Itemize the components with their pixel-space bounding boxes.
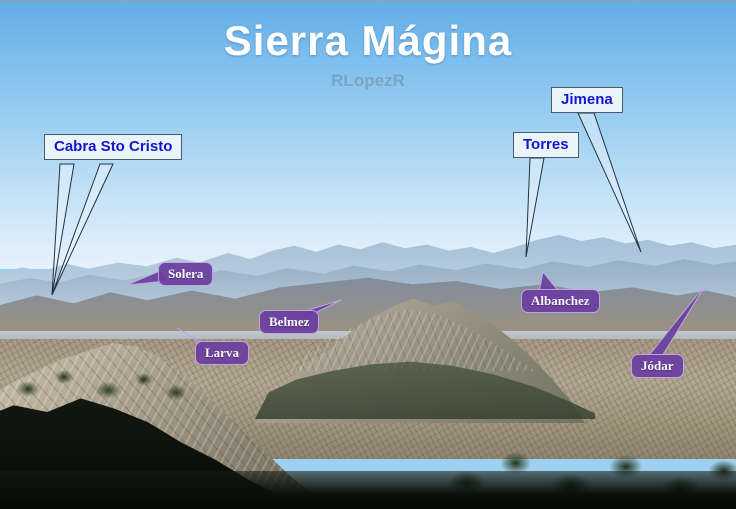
badge-solera[interactable]: Solera (158, 262, 214, 286)
badge-albanchez[interactable]: Albanchez (521, 289, 600, 313)
foreground-trees-left (0, 353, 200, 413)
foreground-dark-base (0, 471, 736, 509)
callout-label-cabra-sto-cristo: Cabra Sto Cristo (54, 138, 173, 155)
callout-label-jimena: Jimena (561, 91, 613, 108)
badge-jodar[interactable]: Jódar (631, 354, 684, 378)
badge-label-belmez: Belmez (269, 314, 310, 329)
badge-belmez[interactable]: Belmez (259, 310, 320, 334)
page-title: Sierra Mágina (223, 17, 513, 64)
badge-label-larva: Larva (205, 345, 239, 360)
callout-jimena[interactable]: Jimena (551, 87, 623, 113)
badge-larva[interactable]: Larva (195, 341, 249, 365)
badge-label-solera: Solera (168, 266, 204, 281)
badge-label-albanchez: Albanchez (531, 293, 590, 308)
photo-watermark: RLopezR (331, 71, 405, 90)
callout-label-torres: Torres (523, 136, 569, 153)
badge-label-jodar: Jódar (641, 358, 674, 373)
callout-torres[interactable]: Torres (513, 132, 579, 158)
callout-cabra-sto-cristo[interactable]: Cabra Sto Cristo (44, 134, 183, 160)
